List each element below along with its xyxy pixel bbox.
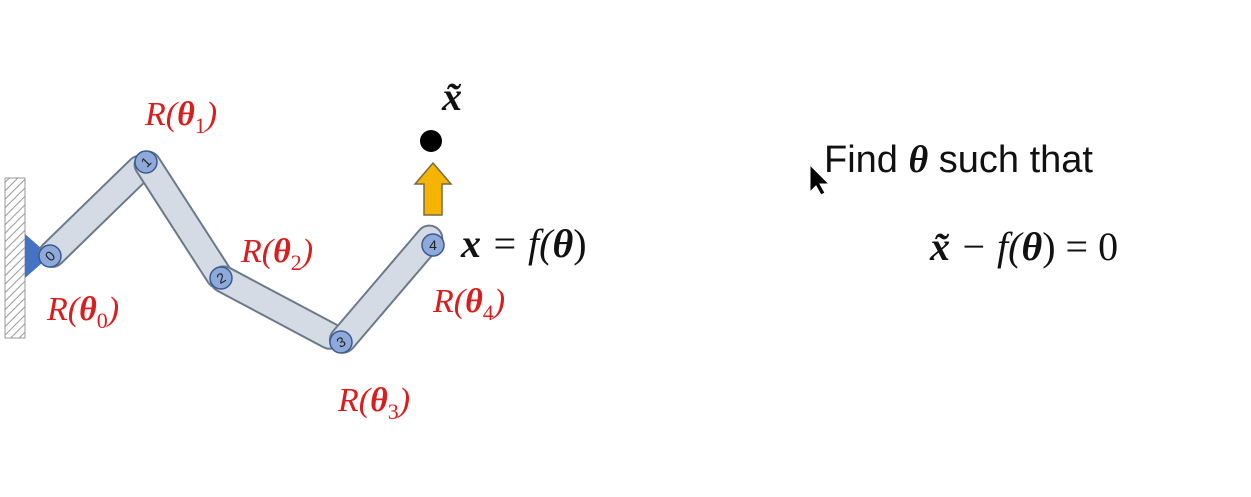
arm-joints: 0 1 2 3 4 [38, 150, 445, 354]
target-point [420, 130, 442, 152]
problem-statement: Find θ such that [824, 138, 1093, 182]
label-R-theta-0: R(θ0) [46, 291, 119, 333]
arm-links [38, 150, 444, 354]
mouse-cursor-icon [809, 163, 831, 196]
find-prefix: Find [824, 139, 909, 181]
joint-0: 0 [38, 244, 62, 268]
wall-hatch [4, 177, 26, 339]
joint-2: 2 [209, 266, 233, 290]
find-suffix: such that [928, 139, 1093, 181]
base-mount [25, 234, 50, 278]
joint-4-number: 4 [429, 237, 437, 253]
up-arrow-icon [413, 161, 453, 216]
joint-4: 4 [421, 233, 445, 257]
joint-1: 1 [134, 150, 158, 174]
label-R-theta-4: R(θ4) [432, 283, 505, 325]
target-label: x̃ [441, 74, 462, 119]
fk-equation: x = f(θ) [460, 221, 587, 266]
problem-equation: x̃ − f(θ) = 0 [929, 224, 1118, 269]
find-theta: θ [908, 139, 929, 181]
label-R-theta-1: R(θ1) [144, 96, 217, 138]
label-R-theta-2: R(θ2) [240, 233, 313, 275]
label-R-theta-3: R(θ3) [337, 382, 410, 424]
joint-3: 3 [329, 330, 353, 354]
